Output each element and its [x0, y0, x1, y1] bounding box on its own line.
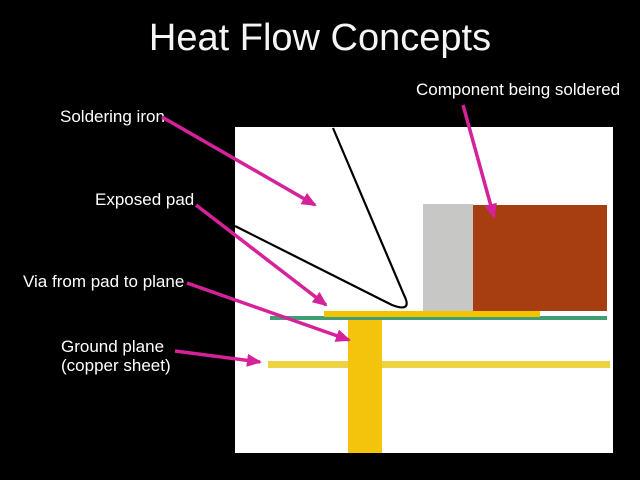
arrow-via [186, 281, 351, 342]
soldering-iron-tip-outline [234, 127, 408, 309]
pcb-surface [270, 316, 607, 320]
arrow-ground-plane [174, 349, 262, 367]
arrow-component [461, 104, 497, 219]
label-ground-plane-line1: Ground plane [61, 337, 165, 356]
component-body [473, 205, 607, 311]
label-ground-plane: Ground plane (copper sheet) [61, 337, 171, 375]
page-title: Heat Flow Concepts [148, 17, 492, 59]
soldering-iron-barrel [423, 204, 473, 311]
ground-plane [268, 361, 610, 368]
label-soldering-iron: Soldering iron [60, 107, 165, 126]
label-component-being-soldered: Component being soldered [416, 80, 621, 99]
label-exposed-pad: Exposed pad [95, 190, 195, 209]
arrow-exposed-pad [194, 203, 328, 307]
label-via-from-pad-to-plane: Via from pad to plane [23, 272, 185, 291]
exposed-pad [324, 311, 540, 317]
label-ground-plane-line2: (copper sheet) [61, 356, 171, 375]
arrow-soldering-iron [161, 115, 317, 207]
via [348, 320, 382, 453]
